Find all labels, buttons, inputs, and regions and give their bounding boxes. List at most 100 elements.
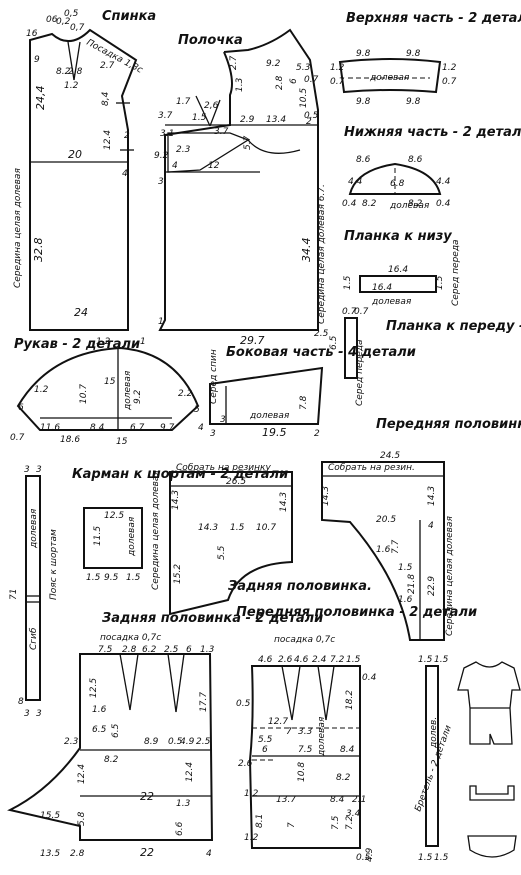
bokovaya-n4: 19.5 (262, 426, 287, 439)
zadnyaya-bot-n23: 1.3 (176, 799, 191, 809)
spinka-n12: 8,4 (101, 91, 111, 106)
polochka-n3: 9.2 (266, 59, 281, 69)
perednyaya-top-n4: 20.5 (376, 515, 396, 525)
zadnyaya-bot-n17: 2.3 (64, 737, 79, 747)
spinka-posad: Посадка 1,3с (85, 38, 145, 76)
perednyaya-bot-n23: 2.1 (352, 795, 366, 805)
poyas-outline (25, 475, 41, 701)
rukav-n10: 11.6 (40, 423, 60, 433)
rukav-n5: 15 (104, 377, 116, 387)
spinka-n17: 32.8 (32, 238, 45, 263)
perednyaya-bot-n5: 7.2 (330, 655, 345, 665)
verkhnyaya-grain-label: долевая (369, 73, 410, 83)
perednyaya-top-gather: Собрать на резин. (328, 463, 415, 473)
top-sketch (469, 785, 515, 801)
perednyaya-bot-n24: 8.1 (255, 814, 265, 828)
polochka-n22: 4 (172, 161, 178, 171)
bretel-n1: 1.5 (418, 655, 433, 665)
perednyaya-bot-n3: 4.6 (294, 655, 309, 665)
rukav-n11: 8.4 (90, 423, 105, 433)
perednyaya-bot-outline (248, 665, 361, 849)
spinka-n13: 12.4 (103, 130, 113, 150)
perednyaya-bot-n30: 0.5 (356, 853, 371, 863)
perednyaya-bot-n4: 2.4 (312, 655, 327, 665)
planka-niz-side-label: Серед переда (451, 239, 461, 306)
polochka-n2: 1.3 (235, 77, 245, 92)
poyas-n1: 3 (24, 465, 30, 475)
spinka-dart (67, 41, 75, 81)
perednyaya-bot-n17: 2.6 (238, 759, 253, 769)
poyas-grain-label: долевая (29, 508, 39, 549)
zadnyaya-mid-center-label: Середина целая долевая (151, 470, 161, 590)
polochka-n15: 2.9 (240, 115, 255, 125)
polochka-n11: 1.7 (176, 97, 191, 107)
rukav-n9: 5 (194, 405, 200, 415)
zadnyaya-bot-n26: 6.6 (175, 821, 185, 836)
planka-niz-n2: 1.5 (343, 275, 353, 290)
bretel-n3: 1.5 (418, 853, 433, 863)
polochka-n1: 2.7 (229, 55, 239, 70)
nizhnyaya-n9: 0.4 (436, 199, 451, 209)
bretel-n4: 1.5 (434, 853, 449, 863)
poyas-n2: 3 (36, 465, 42, 475)
polochka-n10: 2,6 (204, 101, 219, 111)
spinka-title: Спинка (102, 9, 156, 24)
zadnyaya-mid-gather: Собрать на резинку (176, 463, 271, 473)
perednyaya-bot-n12: 7 (286, 727, 292, 737)
spinka-n15: 20 (68, 148, 82, 161)
planka-pered-n2: 0.7 (354, 307, 369, 317)
perednyaya-bot-n7: 0.4 (362, 673, 377, 683)
bretel-outline (425, 665, 439, 847)
planka-pered-side-label: Серед переда (355, 339, 365, 406)
spinka-outline (29, 28, 138, 331)
zadnyaya-bot-n25: 22 (140, 846, 154, 859)
planka-niz-title: Планка к низу (344, 229, 452, 244)
rukav-n1: 1.2 (96, 337, 111, 347)
polochka-n14: 3.7 (214, 127, 229, 137)
perednyaya-top-n7: 7.7 (391, 539, 401, 554)
polochka-n19: 9.2 (154, 151, 169, 161)
perednyaya-bot-n2: 2.6 (278, 655, 293, 665)
spinka-n9: 1.2 (64, 81, 79, 91)
garment-sketches (457, 661, 521, 858)
polochka-n27: 29.7 (240, 334, 265, 347)
bokovaya-n3: 7.8 (299, 395, 309, 410)
perednyaya-top-n5: 4 (428, 521, 434, 531)
spinka-n8: 2,8 (68, 67, 83, 77)
spinka-n10: 2.7 (100, 61, 115, 71)
perednyaya-bot-n19: 8.2 (336, 773, 351, 783)
perednyaya-top-n6: 1.6 (376, 545, 391, 555)
spinka-n2: 06 (46, 15, 58, 25)
perednyaya-top-n11: 1.6 (398, 595, 413, 605)
nizhnyaya-n2: 8.6 (408, 155, 423, 165)
bokovaya-n2: 3 (220, 415, 226, 425)
perednyaya-bot-n22: 8.4 (330, 795, 345, 805)
zadnyaya-mid-n1: 26.5 (226, 477, 246, 487)
planka-pered-title: Планка к переду - 2 детали (386, 319, 521, 334)
perednyaya-bot-n21: 13.7 (276, 795, 296, 805)
planka-niz-n3: 1.5 (435, 275, 445, 290)
poyas-title: Пояс к шортам (49, 529, 59, 600)
zadnyaya-mid-outline (169, 471, 293, 616)
polochka-n25: 34.4 (300, 238, 313, 263)
rukav-n12: 6.7 (130, 423, 145, 433)
poyas-piece: 3 3 71 8 3 3 долевая Сгиб Пояс к шортам (9, 465, 59, 719)
zadnyaya-bot-n6: 1.3 (200, 645, 215, 655)
zadnyaya-bot-dart-1a (119, 653, 131, 711)
perednyaya-top-n1: 24.5 (380, 451, 400, 461)
polochka-n5: 0.7 (304, 75, 319, 85)
bokovaya-outline (209, 366, 324, 425)
karman-grain-label: долевая (127, 516, 137, 557)
polochka-n20: 2.3 (176, 145, 191, 155)
rukav-n17: 4 (198, 423, 204, 433)
perednyaya-bot-piece: Передняя половинка - 2 детали посадка 0,… (236, 605, 477, 863)
polochka-outline (158, 28, 319, 331)
verkhnyaya-piece: Верхняя часть - 2 детали 9.8 9.8 1.2 1.2… (330, 11, 521, 107)
perednyaya-bot-title: Передняя половинка - 2 детали (236, 605, 477, 620)
nizhnyaya-n4: 4.4 (348, 177, 363, 187)
polochka-n24: 12 (208, 161, 220, 171)
poyas-n4: 8 (18, 697, 24, 707)
rukav-outline (16, 346, 200, 431)
spinka-n16: 4 (122, 169, 128, 179)
spinka-n5: 0,7 (70, 23, 85, 33)
